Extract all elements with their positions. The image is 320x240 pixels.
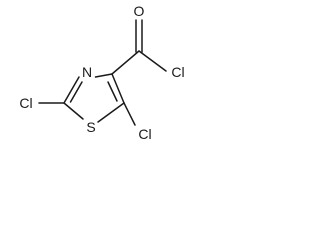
thiazole-structure-diagram: O N S Cl Cl Cl [19,3,184,142]
bond-c5-s1 [97,102,125,123]
atom-chlorine-acyl: Cl [171,64,184,80]
thiazole-ring [63,73,125,123]
bond-c2-n3-inner [69,81,83,103]
atom-oxygen: O [134,3,145,19]
atom-labels: O N S Cl Cl Cl [19,3,184,142]
bond-s1-c2 [63,102,84,120]
bond-c4-c5-inner [107,81,118,102]
substituent-bonds [38,19,167,126]
bond-c4-c5-outer [111,73,125,104]
bond-c2-n3-outer [63,76,80,104]
bond-carbonyl-cl [138,50,167,72]
atom-sulfur: S [86,119,95,135]
atom-chlorine-c5: Cl [138,126,151,142]
atom-nitrogen: N [82,64,92,80]
bond-c5-cl [123,102,136,126]
atom-chlorine-c2: Cl [19,95,32,111]
bond-c4-carbonyl [111,50,140,75]
bond-n3-c4 [94,73,113,78]
